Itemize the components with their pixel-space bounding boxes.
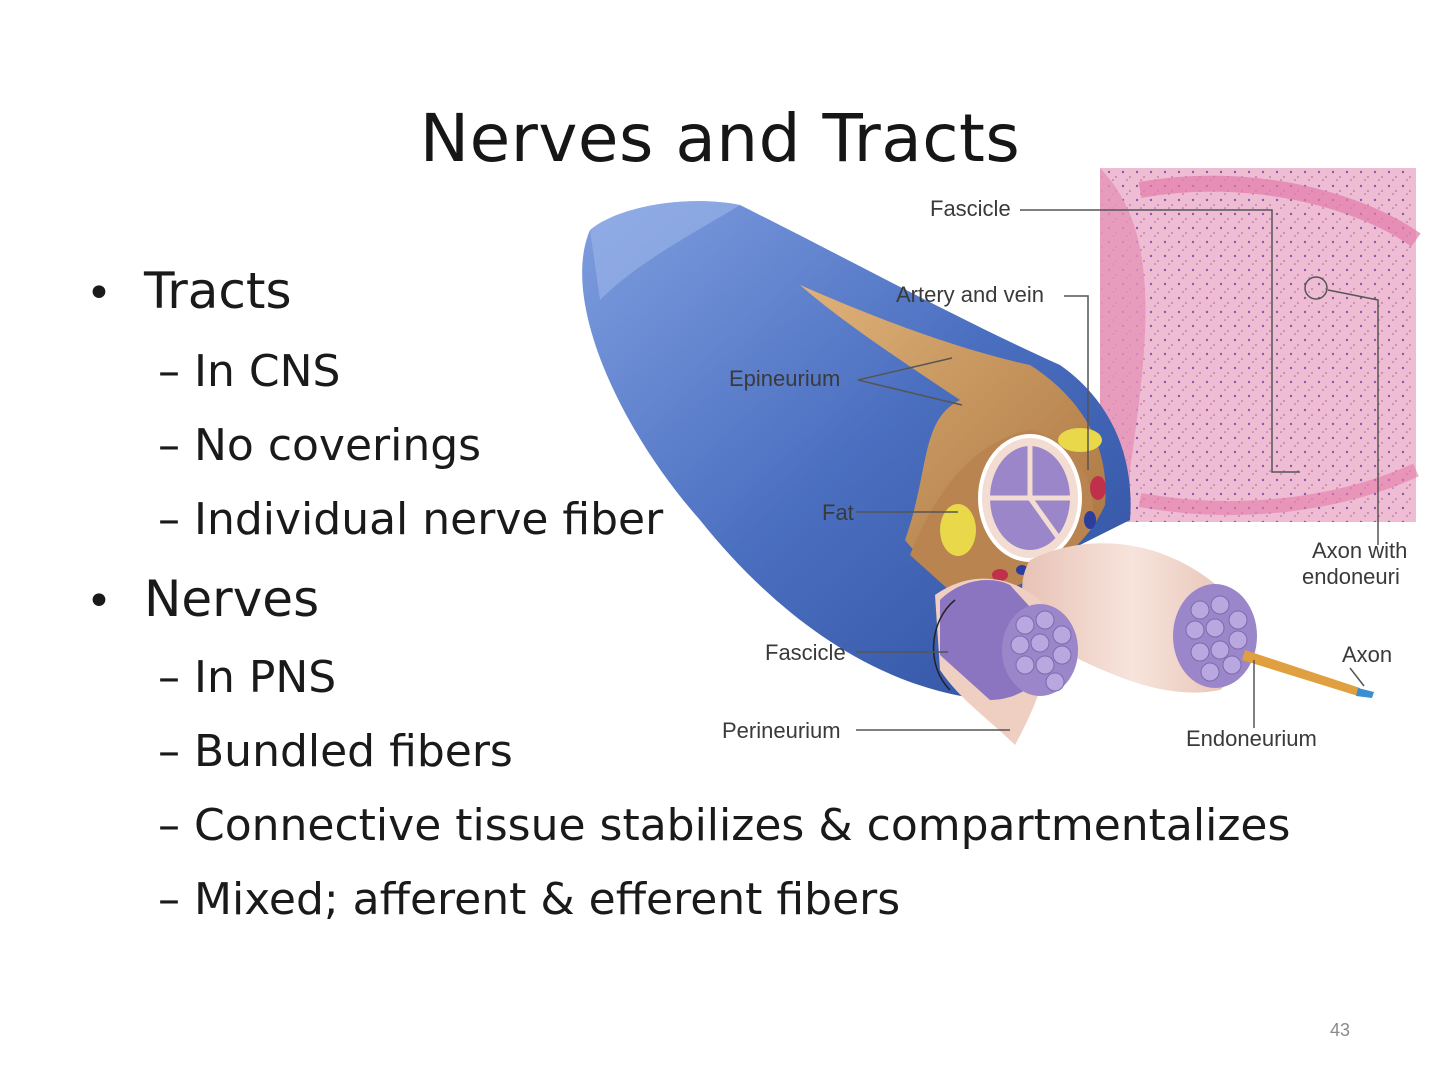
page-number: 43: [1330, 1020, 1351, 1040]
bullet-item: • Nerves: [86, 570, 319, 628]
label-fat: Fat: [822, 500, 854, 525]
vein-icon: [1084, 511, 1096, 529]
bullet-text: Tracts: [144, 262, 292, 320]
bullet-glyph: •: [86, 576, 112, 627]
fascicle-bundle: [932, 578, 1078, 745]
label-epineurium: Epineurium: [729, 366, 840, 391]
sub-glyph: –: [158, 652, 180, 703]
sub-bullet-item: – Connective tissue stabilizes & compart…: [158, 800, 1290, 851]
sub-bullet-item: – In CNS: [158, 346, 340, 397]
sub-glyph: –: [158, 346, 180, 397]
sub-bullet-text: No coverings: [194, 420, 482, 471]
sub-glyph: –: [158, 800, 180, 851]
sub-glyph: –: [158, 726, 180, 777]
axon-shape: [1242, 650, 1374, 698]
label-axon-with-endoneurium-1: Axon with: [1312, 538, 1407, 563]
sub-bullet-text: Connective tissue stabilizes & compartme…: [194, 800, 1291, 851]
sub-glyph: –: [158, 494, 180, 545]
bullet-text: Nerves: [144, 570, 320, 628]
bullet-glyph: •: [86, 268, 112, 319]
sub-bullet-item: – In PNS: [158, 652, 336, 703]
sub-bullet-text: Bundled fibers: [194, 726, 513, 777]
label-fascicle-top: Fascicle: [930, 196, 1011, 221]
label-axon: Axon: [1342, 642, 1392, 667]
sub-glyph: –: [158, 420, 180, 471]
slide-title: Nerves and Tracts: [419, 100, 1021, 177]
fat-yellow: [1058, 428, 1102, 452]
label-axon-with-endoneurium-2: endoneuri: [1302, 564, 1400, 589]
fat-yellow: [940, 504, 976, 556]
artery-icon: [1090, 476, 1106, 500]
bullet-item: • Tracts: [86, 262, 292, 320]
label-fascicle-bottom: Fascicle: [765, 640, 846, 665]
sub-bullet-item: – Mixed; afferent & efferent fibers: [158, 874, 900, 925]
sub-bullet-item: – Individual nerve fiber: [158, 494, 663, 545]
sub-bullet-text: In CNS: [194, 346, 341, 397]
sub-bullet-item: – Bundled fibers: [158, 726, 513, 777]
sub-glyph: –: [158, 874, 180, 925]
sub-bullet-text: Individual nerve fiber: [194, 494, 664, 545]
sub-bullet-text: Mixed; afferent & efferent fibers: [194, 874, 901, 925]
sub-bullet-text: In PNS: [194, 652, 337, 703]
label-perineurium: Perineurium: [722, 718, 841, 743]
micrograph-image: [1100, 168, 1421, 522]
label-endoneurium: Endoneurium: [1186, 726, 1317, 751]
label-artery-vein: Artery and vein: [896, 282, 1044, 307]
sub-bullet-item: – No coverings: [158, 420, 481, 471]
leader-lines: [856, 209, 1379, 731]
